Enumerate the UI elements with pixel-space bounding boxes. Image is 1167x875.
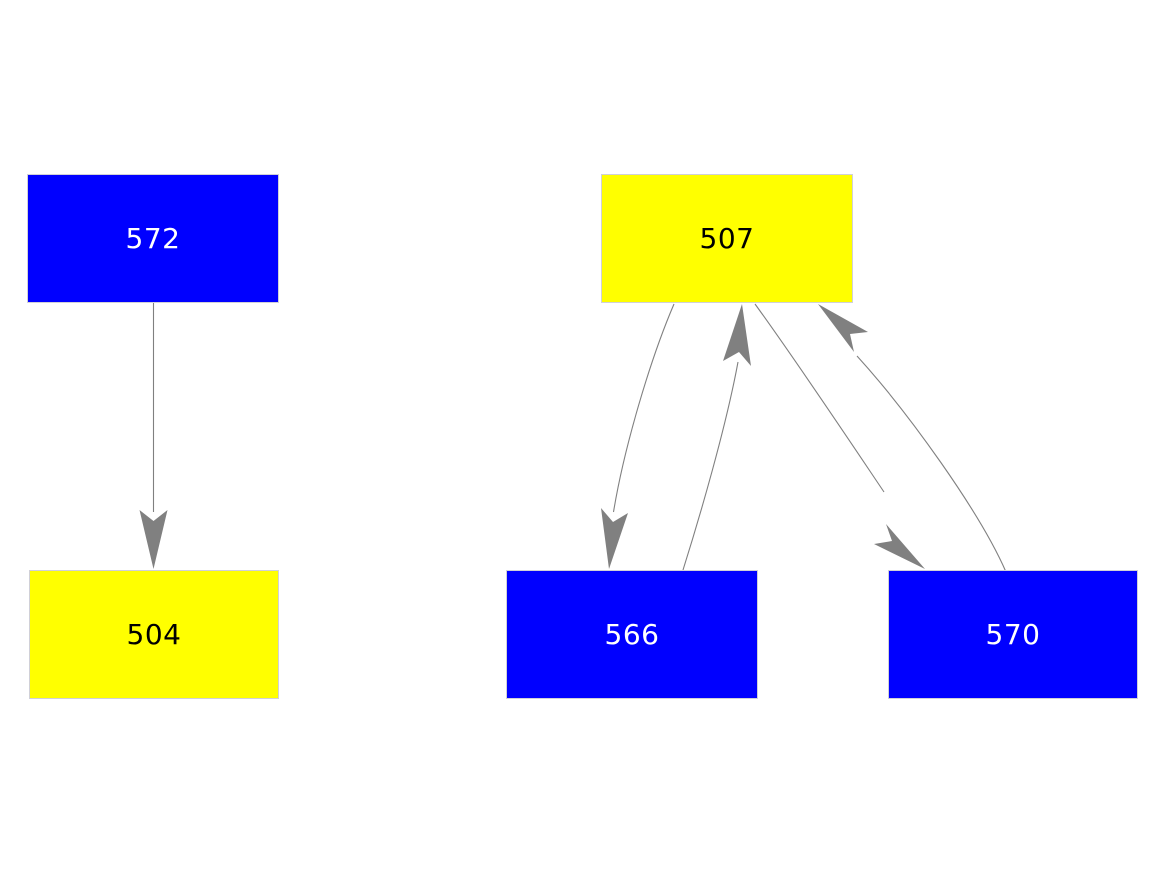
edge-line [612, 303, 675, 513]
edge-572-to-504[interactable] [139, 303, 168, 569]
graph-node-570[interactable]: 570 [888, 570, 1138, 699]
edge-566-to-507[interactable] [682, 304, 751, 571]
arrowhead-icon [874, 524, 925, 569]
node-label: 507 [699, 221, 755, 255]
edge-line [682, 361, 739, 571]
node-label: 572 [125, 221, 181, 255]
node-label: 504 [126, 617, 182, 651]
graph-node-566[interactable]: 566 [506, 570, 758, 699]
node-label: 566 [604, 617, 660, 651]
arrowhead-icon [818, 304, 868, 352]
graph-node-504[interactable]: 504 [29, 570, 279, 699]
node-label: 570 [985, 617, 1041, 651]
edge-507-to-566[interactable] [601, 303, 675, 569]
arrowhead-icon [601, 508, 628, 569]
arrowhead-icon [723, 304, 751, 366]
edge-line [856, 355, 1007, 573]
graph-node-572[interactable]: 572 [27, 174, 279, 303]
edge-570-to-507[interactable] [818, 304, 1007, 573]
arrowhead-icon [139, 510, 168, 569]
edge-507-to-570[interactable] [754, 303, 925, 569]
edge-line [754, 303, 885, 493]
graph-node-507[interactable]: 507 [601, 174, 853, 303]
